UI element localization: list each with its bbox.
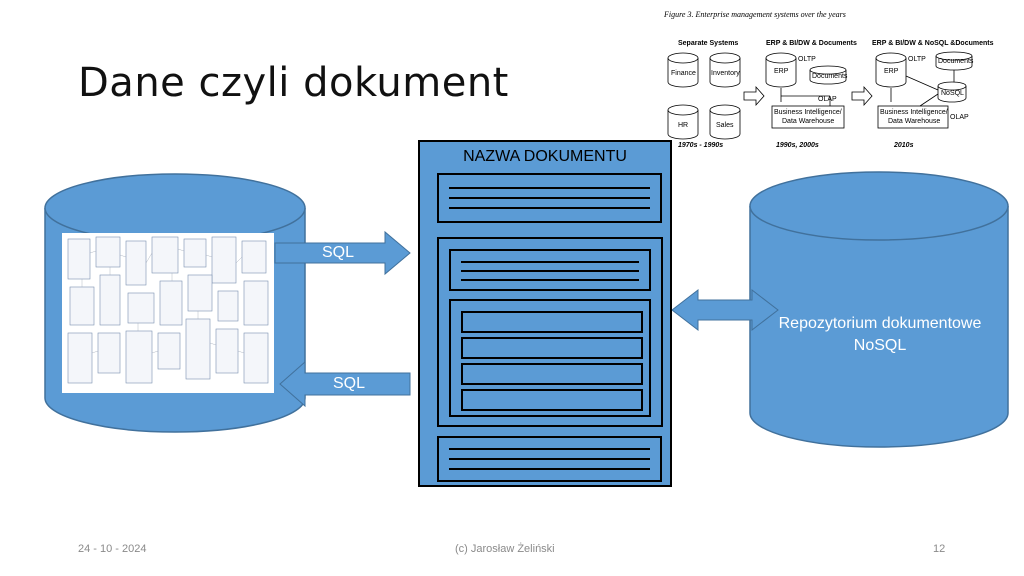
footer-date: 24 - 10 - 2024	[78, 543, 147, 555]
fig-col3-documents: Documents	[938, 58, 974, 65]
fig-col3-olap: OLAP	[950, 114, 969, 121]
fig-inventory: Inventory	[711, 70, 740, 77]
fig-col2-documents: Documents	[812, 73, 848, 80]
document-section-body	[437, 237, 663, 427]
fig-col1-heading: Separate Systems	[678, 40, 739, 47]
fig-col3-bi1: Business Intelligence/	[880, 109, 948, 116]
fig-col2-erp: ERP	[774, 68, 789, 75]
document-section-footer	[437, 436, 662, 482]
sql-arrow-right	[274, 230, 411, 276]
fig-col3-era: 2010s	[894, 142, 914, 149]
fig-col3-erp: ERP	[884, 68, 899, 75]
fig-col3-oltp: OLTP	[908, 56, 926, 63]
enterprise-systems-figure: Figure 3. Enterprise management systems …	[660, 10, 1000, 150]
slide-title: Dane czyli dokument	[78, 60, 509, 106]
table-row	[461, 363, 643, 385]
double-arrow	[671, 288, 779, 332]
document-subsection-table	[449, 299, 651, 417]
document-section-header	[437, 173, 662, 223]
footer-author: (c) Jarosław Żeliński	[455, 543, 555, 555]
fig-col2-bi2: Data Warehouse	[782, 118, 835, 125]
document-title: NAZWA DOKUMENTU	[463, 148, 627, 165]
database-schema-image	[62, 233, 274, 393]
sql-label-bottom: SQL	[333, 375, 366, 392]
fig-hr: HR	[678, 122, 689, 129]
table-row	[461, 311, 643, 333]
fig-col3-nosql: NoSQL	[941, 90, 964, 97]
repository-label: Repozytorium dokumentowe NoSQL	[752, 313, 1008, 357]
document-box: NAZWA DOKUMENTU	[418, 140, 672, 487]
sql-label-top: SQL	[322, 244, 355, 261]
fig-col3-bi2: Data Warehouse	[888, 118, 941, 125]
sql-arrow-left	[279, 360, 411, 408]
fig-sales: Sales	[716, 122, 734, 129]
figure-caption: Figure 3. Enterprise management systems …	[664, 10, 846, 19]
fig-col1-era: 1970s - 1990s	[678, 142, 724, 149]
table-row	[461, 389, 643, 411]
right-repository-cylinder	[749, 171, 1009, 448]
fig-col3-heading: ERP & BI/DW & NoSQL &Documents	[872, 40, 994, 47]
fig-col2-olap: OLAP	[818, 96, 837, 103]
table-row	[461, 337, 643, 359]
figure-drawing	[667, 51, 973, 140]
repository-label-line2: NoSQL	[853, 337, 907, 354]
fig-col2-era: 1990s, 2000s	[776, 142, 819, 149]
repository-label-line1: Repozytorium dokumentowe	[778, 315, 982, 332]
fig-col2-heading: ERP & BI/DW & Documents	[766, 40, 857, 47]
footer-page-number: 12	[933, 543, 946, 555]
fig-finance: Finance	[671, 70, 696, 77]
fig-col2-bi1: Business Intelligence/	[774, 109, 842, 116]
fig-col2-oltp: OLTP	[798, 56, 816, 63]
document-subsection-text	[449, 249, 651, 291]
